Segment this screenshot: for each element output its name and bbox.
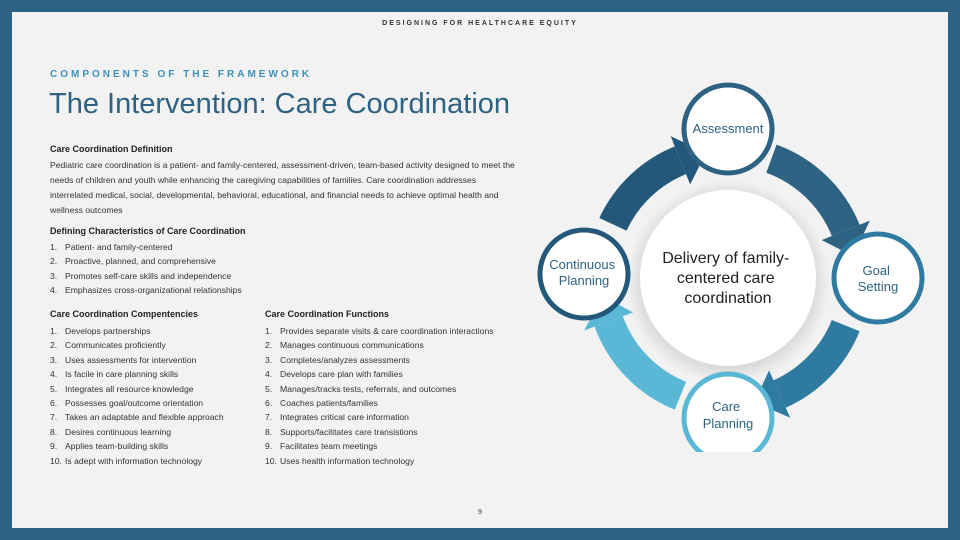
characteristics-heading: Defining Characteristics of Care Coordin… (50, 226, 246, 236)
center-circle (640, 190, 816, 366)
center-label: Delivery of family- centered care coordi… (662, 250, 794, 307)
list-item: 6.Possesses goal/outcome orientation (50, 398, 204, 409)
list-item: 8.Supports/facilitates care transistions (265, 426, 418, 437)
list-item: 8.Desires continuous learning (50, 426, 172, 437)
slide: DESIGNING FOR HEALTHCARE EQUITY COMPONEN… (12, 12, 948, 528)
node-care-planning-label: Care Planning (703, 399, 754, 431)
competencies-heading: Care Coordination Compentencies (50, 309, 199, 319)
list-item: 3.Completes/analyzes assessments (265, 354, 410, 365)
list-item: 9.Applies team-building skills (50, 441, 169, 452)
arc-care-to-continuous (594, 315, 687, 410)
page-number: 9 (478, 509, 482, 516)
list-item: 1.Provides separate visits & care coordi… (265, 326, 494, 336)
definition-text: Pediatric care coordination is a patient… (50, 160, 515, 215)
node-assessment: Assessment (681, 82, 775, 176)
list-item: 2.Manages continuous communications (265, 340, 424, 351)
section-label: COMPONENTS OF THE FRAMEWORK (50, 69, 313, 80)
node-goal-setting-label: Goal Setting (858, 263, 898, 294)
care-cycle-diagram: Delivery of family- centered care coordi… (537, 82, 925, 452)
node-care-planning: Care Planning (681, 371, 775, 452)
list-item: 6.Coaches patients/families (265, 398, 378, 409)
list-item: 7.Integrates critical care information (265, 412, 409, 423)
node-continuous-planning-label: Continuous Planning (549, 257, 618, 288)
list-item: 2.Proactive, planned, and comprehensive (50, 256, 216, 267)
list-item: 2.Communicates proficiently (50, 340, 166, 351)
list-item: 5.Integrates all resource knowledge (50, 383, 194, 394)
list-item: 10.Is adept with information technology (50, 455, 203, 466)
list-item: 4.Is facile in care planning skills (50, 369, 179, 380)
list-item: 1.Patient- and family-centered (50, 242, 173, 252)
definition-heading: Care Coordination Definition (50, 144, 173, 154)
list-item: 1.Develops partnerships (50, 326, 151, 336)
page-title: The Intervention: Care Coordination (49, 88, 511, 120)
arrowhead (821, 220, 870, 256)
list-item: 3.Promotes self-care skills and independ… (50, 270, 232, 281)
list-item: 7.Takes an adaptable and flexible approa… (50, 412, 224, 423)
arc-assessment-to-goal (765, 144, 860, 237)
header-tag: DESIGNING FOR HEALTHCARE EQUITY (382, 20, 578, 27)
arrowhead (670, 136, 706, 185)
list-item: 3.Uses assessments for intervention (50, 354, 197, 365)
characteristics-list: 1.Patient- and family-centered 2.Proacti… (50, 240, 242, 298)
arc-goal-to-care (773, 319, 860, 408)
list-item: 4.Develops care plan with families (265, 369, 403, 380)
list-item: 4.Emphasizes cross-organizational relati… (50, 285, 242, 296)
competencies-list: 1.Develops partnerships 2.Communicates p… (50, 324, 224, 468)
list-item: 10.Uses health information technology (265, 455, 415, 466)
list-item: 5.Manages/tracks tests, referrals, and o… (265, 383, 457, 394)
functions-list: 1.Provides separate visits & care coordi… (265, 324, 494, 468)
node-goal-setting: Goal Setting (831, 231, 925, 325)
arc-continuous-to-assessment (599, 146, 687, 232)
node-assessment-label: Assessment (693, 121, 764, 136)
node-continuous-planning: Continuous Planning (537, 227, 631, 321)
functions-heading: Care Coordination Functions (265, 309, 390, 319)
list-item: 9.Facilitates team meetings (265, 441, 378, 452)
